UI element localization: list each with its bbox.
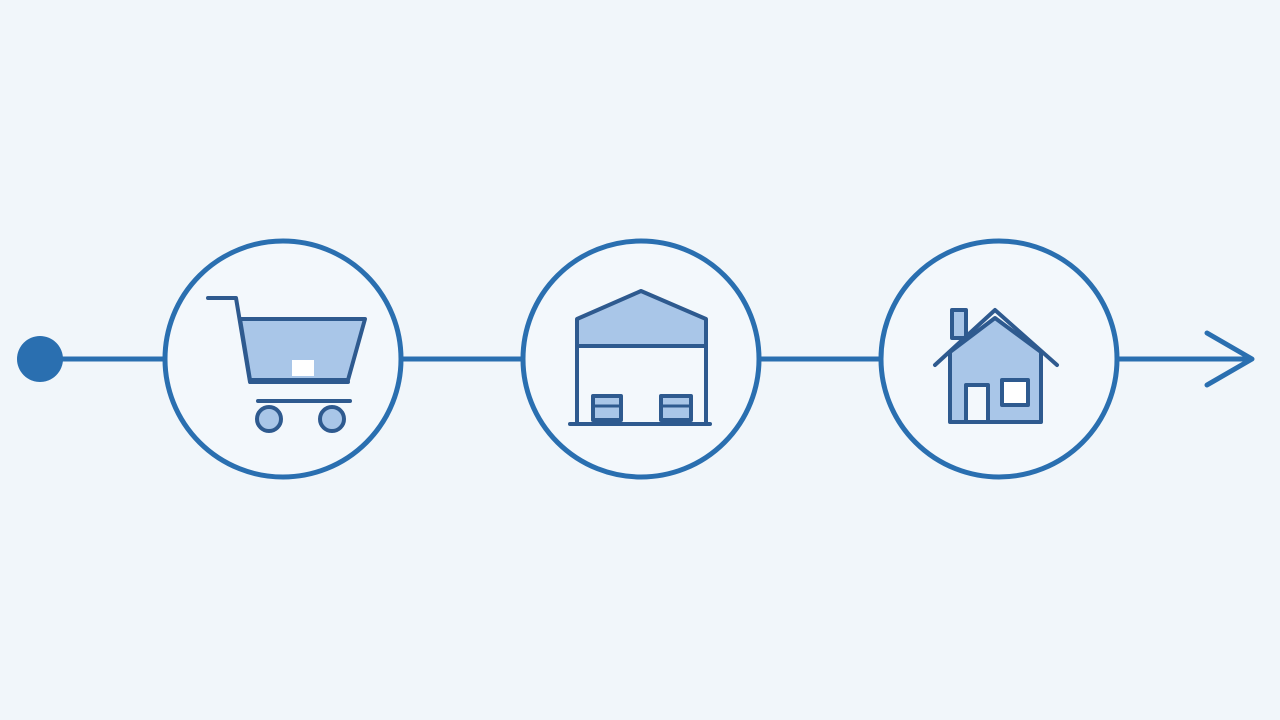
- start-dot: [17, 336, 63, 382]
- step-home: [878, 238, 1120, 480]
- house-icon: [933, 308, 1059, 424]
- step-cart: [162, 238, 404, 480]
- end-arrow-icon: [1204, 330, 1255, 388]
- shopping-cart-icon: [206, 296, 367, 433]
- warehouse-icon: [568, 289, 712, 426]
- step-warehouse: [520, 238, 762, 480]
- step-warehouse-ring: [520, 238, 762, 480]
